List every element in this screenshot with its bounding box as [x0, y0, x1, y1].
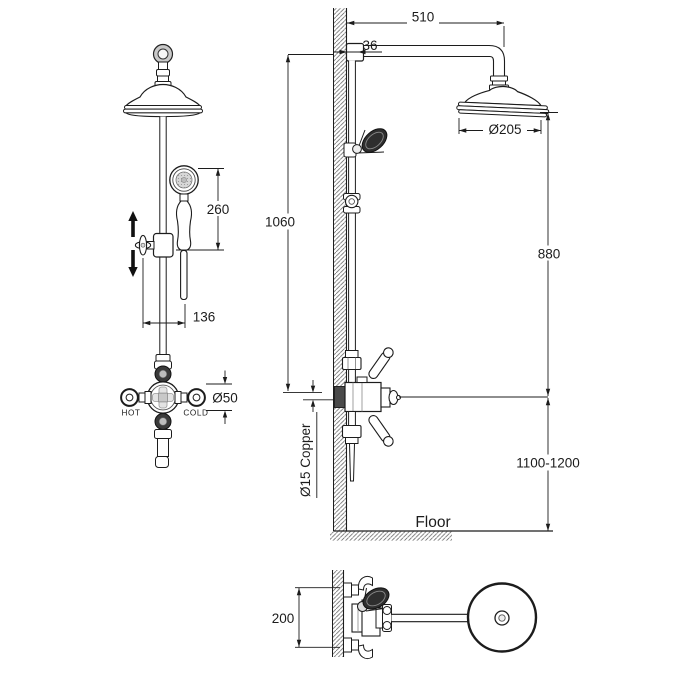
plan-view: 200 — [272, 570, 538, 660]
side-view: Floor Ø205 — [258, 8, 585, 541]
shower-head-side — [456, 85, 550, 118]
dim-200-label: 200 — [272, 611, 295, 626]
floor-line: Floor — [330, 514, 553, 541]
front-view: 260 136 — [120, 43, 238, 468]
dim-136-label: 136 — [193, 310, 216, 325]
dim-dia50-label: Ø50 — [212, 391, 238, 406]
dim-510-label: 510 — [412, 10, 435, 25]
label-hot: HOT — [121, 409, 140, 418]
arm-mount-front — [152, 43, 174, 88]
dim-880: 880 — [534, 112, 563, 396]
shower-head-front — [123, 83, 203, 118]
thermostatic-valve-front: HOT COLD — [120, 354, 208, 468]
dim-1100-1200-label: 1100-1200 — [516, 456, 580, 471]
dim-dia205: Ø205 — [458, 118, 542, 137]
handset-holder-side — [343, 128, 388, 158]
dim-1060: 1060 — [258, 54, 333, 394]
wall-section — [333, 8, 348, 531]
dim-510: 510 — [347, 9, 505, 47]
wall-hatch-plan — [332, 570, 345, 657]
valve-plan — [343, 575, 392, 660]
dim-136: 136 — [142, 258, 216, 328]
label-dia15-copper: Ø15 Copper — [298, 380, 333, 498]
dim-880-label: 880 — [538, 247, 561, 262]
dim-dia205-label: Ø205 — [488, 122, 521, 137]
dim-260-label: 260 — [207, 202, 230, 217]
dim-1060-label: 1060 — [265, 215, 295, 230]
label-dia15-copper-text: Ø15 Copper — [298, 423, 313, 497]
dim-260: 260 — [176, 168, 233, 251]
hand-shower-front — [169, 165, 199, 301]
dim-dia50: Ø50 — [206, 370, 238, 424]
label-floor: Floor — [415, 514, 450, 531]
slider-bracket-front — [134, 232, 174, 258]
dim-1100-1200: 1100-1200 — [512, 398, 585, 531]
label-cold: COLD — [183, 409, 208, 418]
dim-200: 200 — [272, 587, 340, 648]
thermostatic-valve-side — [334, 347, 548, 482]
slider-side — [343, 193, 361, 214]
shower-head-plan — [466, 582, 538, 653]
dim-36: 36 — [334, 38, 382, 55]
adjustment-arrows — [128, 211, 138, 277]
dim-36-label: 36 — [362, 38, 377, 53]
